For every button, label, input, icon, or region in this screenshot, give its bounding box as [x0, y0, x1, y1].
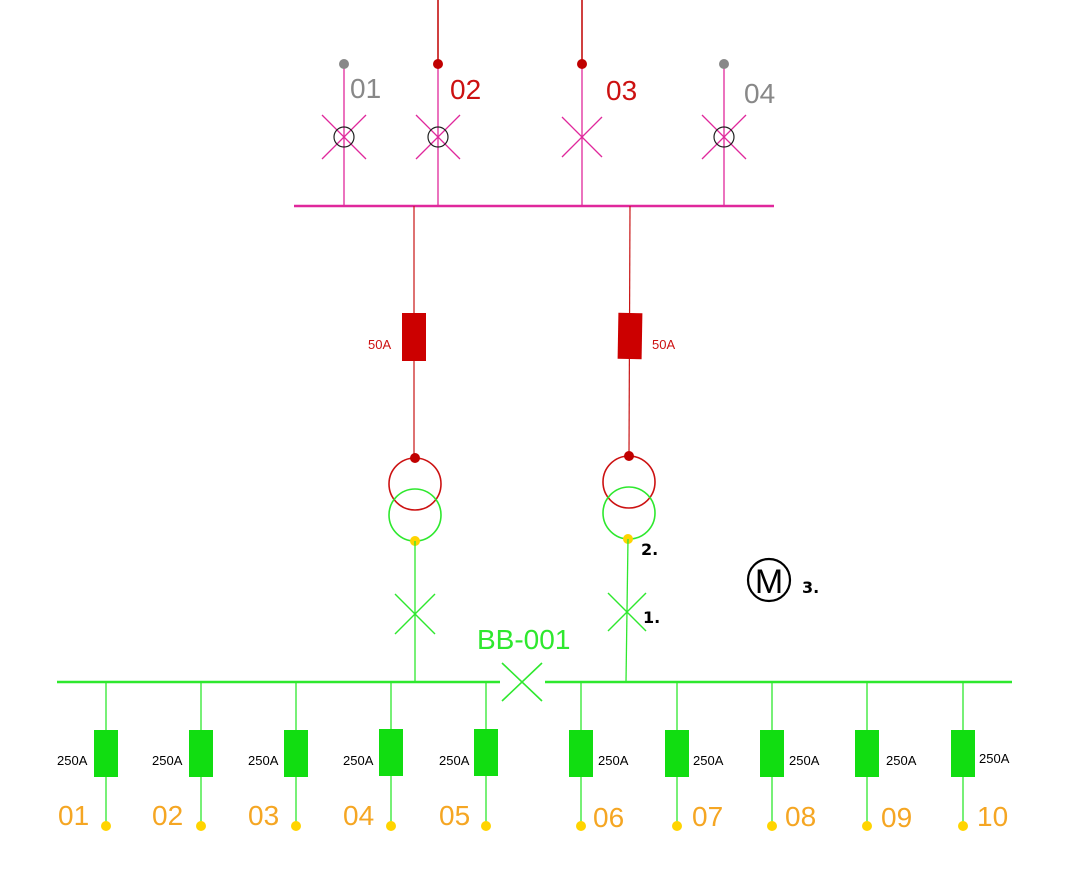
output-terminal-dot	[958, 821, 968, 831]
x-icon[interactable]	[561, 116, 603, 158]
hv-terminal-dot	[410, 453, 420, 463]
output-terminal-dot	[672, 821, 682, 831]
output-label: 03	[248, 800, 279, 831]
output-terminal-dot	[767, 821, 777, 831]
feeder-terminal-dot	[577, 59, 587, 69]
output-label: 07	[692, 801, 723, 832]
motor-note: 3.	[802, 578, 819, 597]
output-terminal-dot	[101, 821, 111, 831]
fuse-label: 250A	[598, 753, 629, 768]
hv-feeder-label: 01	[350, 73, 381, 104]
fuse-250a[interactable]	[379, 729, 403, 776]
fuse-label: 250A	[248, 753, 279, 768]
fuse-250a[interactable]	[569, 730, 593, 777]
motor-icon	[746, 557, 792, 603]
hv-feeder-01[interactable]: 01	[321, 59, 381, 206]
fuse-250a[interactable]	[855, 730, 879, 777]
feeder-terminal-dot	[339, 59, 349, 69]
fuse-label: 250A	[886, 753, 917, 768]
outgoing-feeder-01[interactable]: 250A 01	[57, 682, 118, 831]
fuse-label: 250A	[979, 751, 1010, 766]
outgoing-feeder-05[interactable]: 250A 05	[439, 682, 498, 831]
output-label: 02	[152, 800, 183, 831]
output-terminal-dot	[576, 821, 586, 831]
transformer-branch-left[interactable]: 50A	[368, 206, 442, 682]
fuse-label: 250A	[789, 753, 820, 768]
outgoing-feeder-08[interactable]: 250A 08	[760, 682, 820, 832]
output-terminal-dot	[386, 821, 396, 831]
output-terminal-dot	[291, 821, 301, 831]
fuse-250a[interactable]	[951, 730, 975, 777]
fuse-250a[interactable]	[94, 730, 118, 777]
fuse-250a[interactable]	[760, 730, 784, 777]
output-terminal-dot	[196, 821, 206, 831]
hv-feeder-label: 02	[450, 74, 481, 105]
fuse-label: 250A	[57, 753, 88, 768]
fuse-label: 50A	[368, 337, 391, 352]
fuse-label: 250A	[152, 753, 183, 768]
hv-feeder-label: 04	[744, 78, 775, 109]
outgoing-feeder-06[interactable]: 250A 06	[569, 682, 629, 833]
outgoing-feeder-07[interactable]: 250A 07	[665, 682, 724, 832]
fuse-50a[interactable]	[617, 312, 643, 360]
output-label: 10	[977, 801, 1008, 832]
outgoing-feeder-02[interactable]: 250A 02	[152, 682, 213, 831]
transformer-branch-right[interactable]: 50A 2. 1.	[602, 205, 675, 683]
transformer-secondary-winding	[602, 486, 656, 540]
feeder-terminal-dot	[433, 59, 443, 69]
output-label: 01	[58, 800, 89, 831]
outgoing-feeder-03[interactable]: 250A 03	[248, 682, 308, 831]
fuse-50a[interactable]	[402, 313, 426, 361]
circle-x-icon[interactable]	[701, 114, 747, 160]
breaker-note: 1.	[643, 608, 660, 627]
circle-x-icon[interactable]	[415, 114, 461, 160]
output-terminal-dot	[481, 821, 491, 831]
fuse-250a[interactable]	[284, 730, 308, 777]
outgoing-feeder-04[interactable]: 250A 04	[343, 682, 403, 831]
output-label: 09	[881, 802, 912, 833]
fuse-250a[interactable]	[474, 729, 498, 776]
x-icon[interactable]	[607, 592, 647, 632]
fuse-label: 250A	[343, 753, 374, 768]
outgoing-feeder-10[interactable]: 250A 10	[951, 682, 1010, 832]
bus-coupler-x-icon[interactable]	[501, 662, 543, 702]
transformer-primary-winding	[602, 455, 656, 509]
transformer-primary-winding	[388, 457, 442, 511]
output-label: 08	[785, 801, 816, 832]
fuse-label: 250A	[693, 753, 724, 768]
output-label: 05	[439, 800, 470, 831]
output-label: 04	[343, 800, 374, 831]
transformer-note: 2.	[641, 540, 658, 559]
transformer-secondary-winding	[388, 488, 442, 542]
fuse-250a[interactable]	[665, 730, 689, 777]
hv-feeder-04[interactable]: 04	[701, 59, 775, 206]
hv-terminal-dot	[624, 451, 634, 461]
output-terminal-dot	[862, 821, 872, 831]
hv-feeder-02[interactable]: 02	[415, 59, 481, 206]
lv-outgoing-feeders: 250A01250A02250A03250A04250A05250A06250A…	[57, 682, 1010, 833]
busbar-label: BB-001	[477, 624, 570, 655]
fuse-250a[interactable]	[189, 730, 213, 777]
fuse-label: 250A	[439, 753, 470, 768]
fuse-label: 50A	[652, 337, 675, 352]
output-label: 06	[593, 802, 624, 833]
circle-x-icon[interactable]	[321, 114, 367, 160]
feeder-terminal-dot	[719, 59, 729, 69]
hv-feeder-label: 03	[606, 75, 637, 106]
motor-letter: M	[755, 563, 783, 601]
hv-feeder-03[interactable]: 03	[561, 59, 637, 206]
motor-symbol[interactable]: M 3.	[746, 557, 819, 603]
x-icon[interactable]	[394, 593, 436, 635]
outgoing-feeder-09[interactable]: 250A 09	[855, 682, 917, 833]
